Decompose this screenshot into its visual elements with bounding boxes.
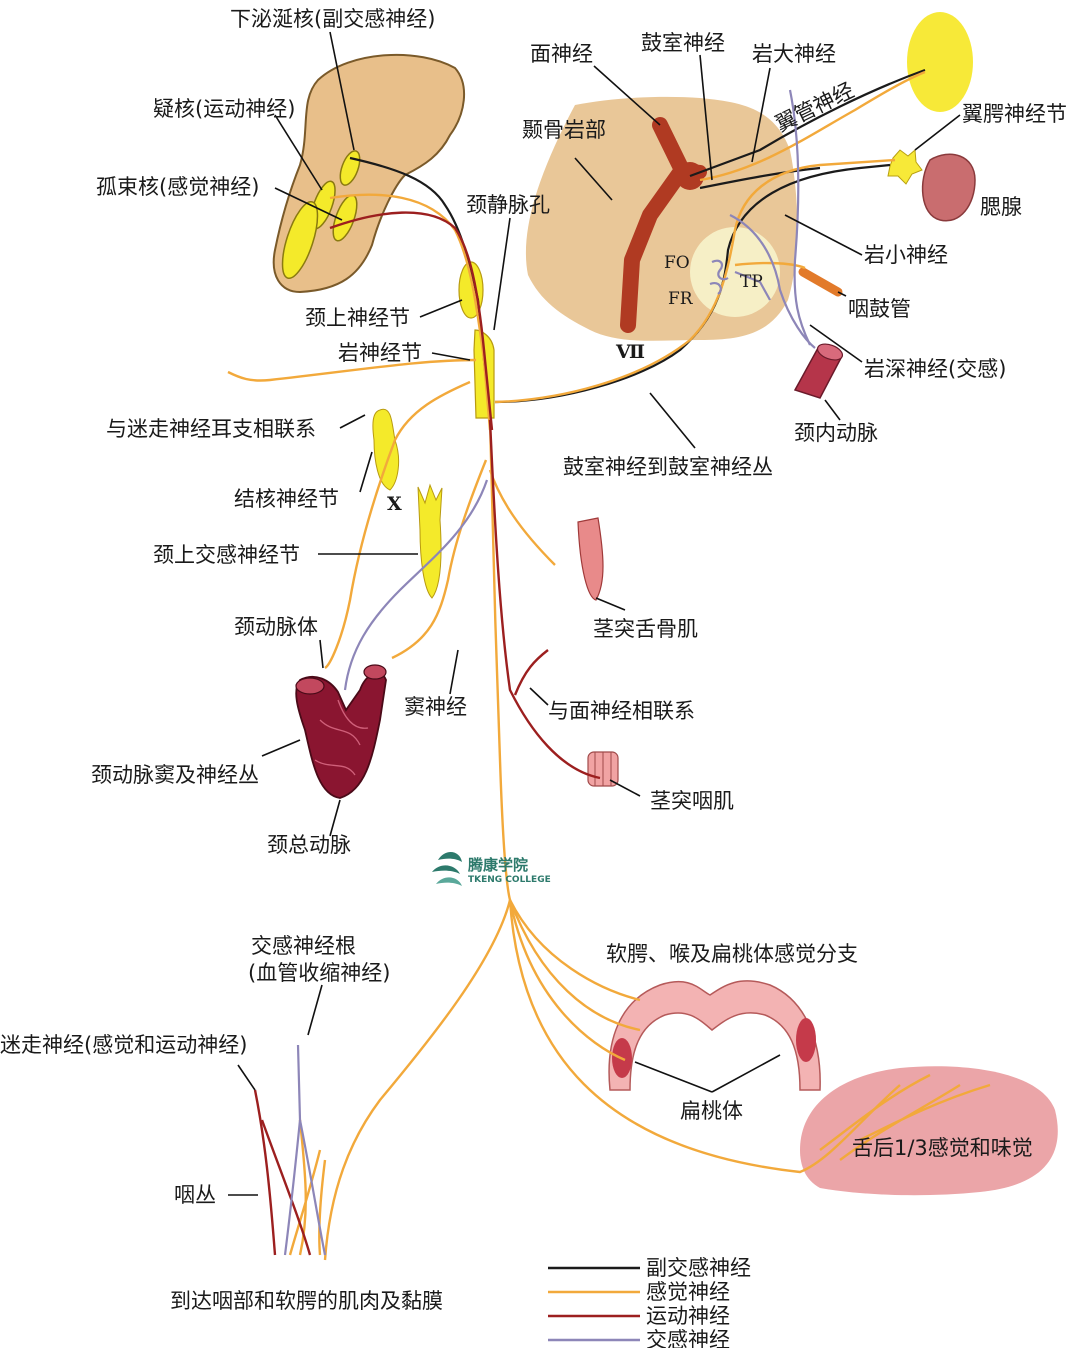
label-superior-ganglion: 颈上神经节 (305, 306, 410, 330)
watermark-en: TKENG COLLEGE (468, 875, 551, 885)
label-carotid-sinus-plexus: 颈动脉窦及神经丛 (91, 763, 259, 787)
pterygopalatine-ganglion-shape (887, 148, 923, 185)
label-tympanic-to-plexus: 鼓室神经到鼓室神经丛 (563, 455, 773, 479)
label-auricular-vagus-connection: 与迷走神经耳支相联系 (106, 417, 316, 441)
label-nodose-ganglion: 结核神经节 (234, 487, 339, 511)
nerve-pathways (227, 68, 991, 1261)
label-stylopharyngeus: 茎突咽肌 (650, 789, 734, 813)
legend-label: 感觉神经 (646, 1280, 730, 1304)
label-destination: 到达咽部和软腭的肌肉及黏膜 (170, 1289, 443, 1313)
label-fo: FO (664, 253, 690, 273)
label-sympathetic-root: 交感神经根 (251, 934, 356, 958)
label-jugular-foramen: 颈静脉孔 (466, 193, 550, 217)
label-tonsil: 扁桃体 (680, 1099, 743, 1123)
parotid-gland-shape (921, 153, 976, 222)
label-internal-carotid: 颈内动脉 (794, 421, 878, 445)
leader-lines (228, 31, 961, 1196)
label-soft-palate-branches: 软腭、喉及扁桃体感觉分支 (606, 942, 858, 966)
nodose-ganglion-shape (372, 408, 400, 491)
label-solitary-nucleus: 孤束核(感觉神经) (96, 175, 259, 199)
label-facial-nerve: 面神经 (530, 42, 593, 66)
label-petrosal-ganglion: 岩神经节 (338, 341, 422, 365)
legend-label: 交感神经 (646, 1328, 730, 1348)
labels: 下泌涎核(副交感神经) 疑核(运动神经) 孤束核(感觉神经) 颈静脉孔 颈上神经… (0, 7, 1067, 1313)
solitary-nucleus-lower (281, 200, 319, 280)
label-tp: TP (740, 272, 763, 292)
common-carotid-shape (295, 664, 387, 799)
stylopharyngeus-muscle-shape (587, 751, 619, 787)
legend-label: 副交感神经 (646, 1256, 751, 1280)
label-nucleus-ambiguus: 疑核(运动神经) (153, 97, 295, 121)
brainstem (272, 53, 466, 294)
label-fr: FR (668, 289, 694, 309)
label-lesser-petrosal-nerve: 岩小神经 (864, 243, 948, 267)
label-eustachian-tube: 咽鼓管 (848, 297, 911, 321)
label-superior-cervical-ganglion: 颈上交感神经节 (153, 543, 300, 567)
label-facial-connection: 与面神经相联系 (548, 699, 695, 723)
tongue-shape (800, 1066, 1058, 1196)
watermark-cn: 腾康学院 (467, 856, 528, 874)
label-stylohyoid: 茎突舌骨肌 (593, 617, 698, 641)
label-pterygoid-canal-nerve: 翼管神经 (772, 78, 858, 136)
internal-carotid-shape (793, 343, 844, 399)
label-petrous-temporal: 颞骨岩部 (522, 118, 606, 142)
label-pterygopalatine-ganglion: 翼腭神经节 (962, 102, 1067, 126)
soft-palate-shape (608, 980, 821, 1091)
label-tympanic-nerve: 鼓室神经 (641, 31, 725, 55)
watermark: 腾康学院 TKENG COLLEGE (432, 851, 551, 886)
label-sinus-nerve: 窦神经 (404, 695, 467, 719)
legend-label: 运动神经 (646, 1304, 730, 1328)
facial-nerve-vii (620, 117, 707, 333)
label-common-carotid: 颈总动脉 (267, 833, 351, 857)
label-carotid-body: 颈动脉体 (234, 615, 318, 639)
stylohyoid-muscle-shape (577, 517, 604, 601)
label-vasoconstrictor: (血管收缩神经) (248, 961, 390, 985)
label-vagus-nerve: 迷走神经(感觉和运动神经) (0, 1033, 247, 1057)
label-pharyngeal-plexus: 咽丛 (174, 1183, 216, 1207)
label-deep-petrosal-nerve: 岩深神经(交感) (864, 357, 1006, 381)
label-greater-petrosal-nerve: 岩大神经 (752, 42, 836, 66)
label-vii: Ⅶ (615, 341, 645, 363)
label-tongue-posterior: 舌后1/3感觉和味觉 (852, 1136, 1033, 1160)
label-inferior-salivatory-nucleus: 下泌涎核(副交感神经) (230, 7, 435, 31)
label-parotid-gland: 腮腺 (980, 195, 1022, 219)
watermark-logo-icon (432, 851, 462, 886)
tonsil-right (796, 1018, 816, 1062)
eustachian-tube-shape (798, 267, 843, 297)
brainstem-nuclei (281, 150, 361, 280)
label-x: X (387, 493, 402, 515)
superior-cervical-ganglion-shape (417, 483, 443, 599)
lacrimal-gland-shape (907, 12, 973, 112)
